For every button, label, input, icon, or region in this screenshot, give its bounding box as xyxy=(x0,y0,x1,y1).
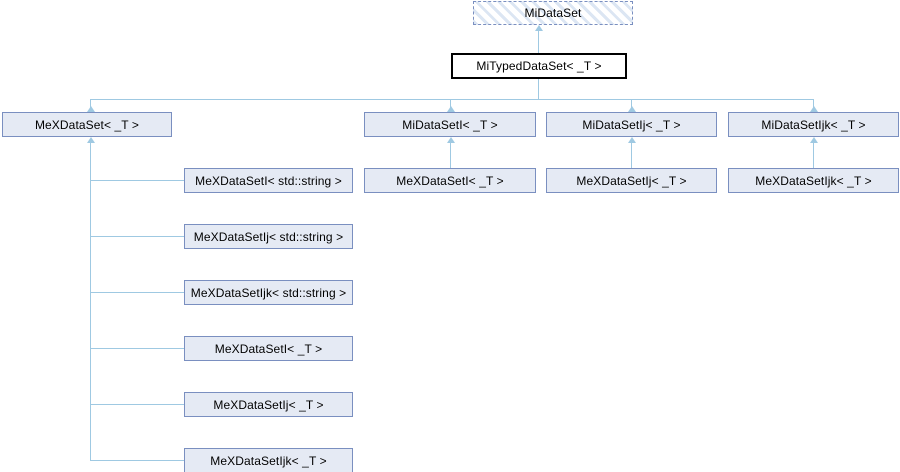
edge-branch-6 xyxy=(90,460,184,461)
edge-branch-3 xyxy=(90,292,184,293)
node-mitypeddataset-label: MiTypedDataSet< _T > xyxy=(476,59,602,73)
node-mexdatasetij-generic-label: MeXDataSetIj< _T > xyxy=(213,397,324,412)
arrowhead-bus-to-midataseti xyxy=(447,106,455,112)
edge-left-trunk xyxy=(90,143,91,461)
node-mexdataseti-generic-label: MeXDataSetI< _T > xyxy=(214,341,323,356)
node-midataseti-label: MiDataSetI< _T > xyxy=(402,117,498,132)
arrowhead-bus-to-midatasetij xyxy=(628,106,636,112)
node-mexdataseti-t[interactable]: MeXDataSetI< _T > xyxy=(364,168,536,193)
node-mexdatasetij-t[interactable]: MeXDataSetIj< _T > xyxy=(546,168,717,193)
node-mexdataset[interactable]: MeXDataSet< _T > xyxy=(2,112,172,137)
edge-mexdatasetij-to-midatasetij xyxy=(631,143,632,168)
arrowhead-mexdatasetij-to-midatasetij xyxy=(628,137,636,143)
edge-bus-to-midatasetij xyxy=(631,99,632,112)
edge-branch-1 xyxy=(90,180,184,181)
node-mexdatasetijk-string-label: MeXDataSetIjk< std::string > xyxy=(190,285,347,300)
edge-branch-4 xyxy=(90,348,184,349)
edge-mexdatasetijk-to-midatasetijk xyxy=(813,143,814,168)
node-mexdatasetijk-string[interactable]: MeXDataSetIjk< std::string > xyxy=(184,280,353,305)
edge-focus-down-stub xyxy=(538,79,539,100)
node-midataset-label: MiDataSet xyxy=(524,6,582,20)
node-mexdatasetijk-t-label: MeXDataSetIjk< _T > xyxy=(755,173,872,188)
node-midataset[interactable]: MiDataSet xyxy=(473,1,633,25)
node-mitypeddataset[interactable]: MiTypedDataSet< _T > xyxy=(451,53,627,79)
node-mexdatasetijk-t[interactable]: MeXDataSetIjk< _T > xyxy=(728,168,899,193)
edge-focus-to-base xyxy=(538,31,539,53)
edge-mexdataseti-to-midataseti xyxy=(450,143,451,168)
node-mexdatasetijk-generic-label: MeXDataSetIjk< _T > xyxy=(210,453,327,468)
node-midatasetijk[interactable]: MiDataSetIjk< _T > xyxy=(728,112,899,137)
node-mexdatasetij-string[interactable]: MeXDataSetIj< std::string > xyxy=(184,224,353,249)
edge-bus-to-midataseti xyxy=(450,99,451,112)
edge-branch-5 xyxy=(90,404,184,405)
node-midatasetij[interactable]: MiDataSetIj< _T > xyxy=(546,112,717,137)
edge-distribution-bus xyxy=(90,99,814,100)
edge-bus-to-midatasetijk xyxy=(813,99,814,112)
node-mexdatasetij-t-label: MeXDataSetIj< _T > xyxy=(576,173,687,188)
arrowhead-bus-to-mexdataset xyxy=(87,106,95,112)
node-mexdatasetij-generic[interactable]: MeXDataSetIj< _T > xyxy=(184,392,353,417)
arrowhead-bus-to-midatasetijk xyxy=(810,106,818,112)
node-mexdataseti-string[interactable]: MeXDataSetI< std::string > xyxy=(184,168,353,193)
node-midatasetijk-label: MiDataSetIjk< _T > xyxy=(761,117,866,132)
edge-bus-to-mexdataset xyxy=(90,99,91,112)
arrowhead-mexdatasetijk-to-midatasetijk xyxy=(810,137,818,143)
node-mexdataseti-generic[interactable]: MeXDataSetI< _T > xyxy=(184,336,353,361)
node-mexdatasetij-string-label: MeXDataSetIj< std::string > xyxy=(193,229,344,244)
node-mexdataseti-string-label: MeXDataSetI< std::string > xyxy=(195,173,342,188)
arrowhead-left-trunk xyxy=(87,137,95,143)
node-midatasetij-label: MiDataSetIj< _T > xyxy=(582,117,681,132)
edge-branch-2 xyxy=(90,236,184,237)
node-mexdataset-label: MeXDataSet< _T > xyxy=(34,117,140,132)
arrowhead-mexdataseti-to-midataseti xyxy=(447,137,455,143)
arrowhead-focus-to-base xyxy=(535,25,543,31)
node-mexdataseti-t-label: MeXDataSetI< _T > xyxy=(396,173,504,188)
node-mexdatasetijk-generic[interactable]: MeXDataSetIjk< _T > xyxy=(184,448,353,472)
node-midataseti[interactable]: MiDataSetI< _T > xyxy=(364,112,536,137)
